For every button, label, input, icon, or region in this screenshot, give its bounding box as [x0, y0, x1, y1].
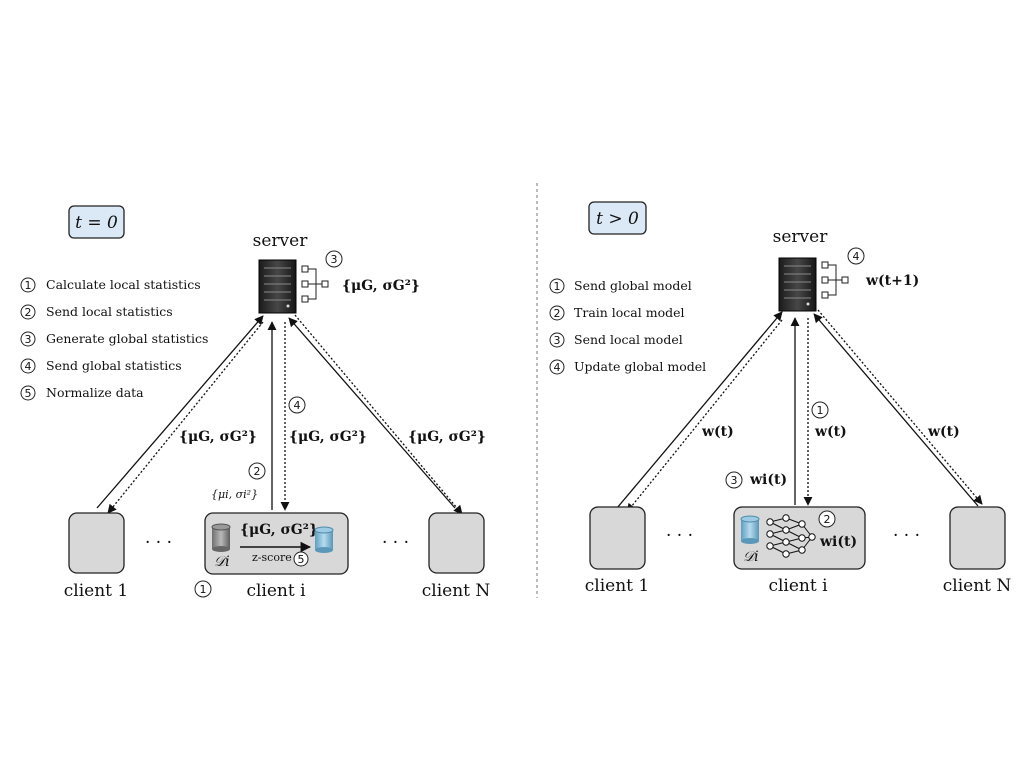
- svg-text:Send local statistics: Send local statistics: [46, 304, 173, 319]
- zscore-label: z-score: [252, 551, 292, 564]
- ellipsis: · · ·: [666, 526, 693, 546]
- svg-text:3: 3: [25, 333, 32, 346]
- client-n-box: [428, 512, 485, 574]
- server-icon: [258, 259, 297, 314]
- global-stats-label: {μG, σG²}: [342, 278, 420, 294]
- center-down-label: w(t): [814, 424, 847, 440]
- local-model-label: wi(t): [819, 534, 857, 550]
- edge-label-client-1: {μG, σG²}: [179, 429, 257, 445]
- server-step-marker: 3: [331, 253, 338, 266]
- aggregation-icon: [301, 265, 329, 303]
- step-2-marker: 2: [824, 513, 831, 526]
- client-n-label: client N: [422, 581, 491, 601]
- server-icon: [778, 257, 817, 312]
- server-label: server: [773, 227, 829, 247]
- aggregation-icon: [821, 261, 849, 299]
- svg-text:Calculate local statistics: Calculate local statistics: [46, 277, 201, 292]
- step-list: 1 Calculate local statistics 2 Send loca…: [20, 277, 208, 401]
- step-item: 1 Send global model: [549, 278, 692, 294]
- step-1-marker: 1: [817, 404, 824, 417]
- client-i-box: 𝒟i 2 wi(t): [733, 506, 866, 570]
- svg-text:3: 3: [554, 334, 561, 347]
- edge-label-client-n: w(t): [927, 424, 960, 440]
- right-panel: t > 0 1 Send global model 2 Train local …: [549, 201, 1012, 596]
- svg-text:5: 5: [25, 387, 32, 400]
- step-2-marker: 2: [254, 465, 261, 478]
- step-item: 2 Send local statistics: [20, 304, 173, 320]
- ellipsis: · · ·: [893, 526, 920, 546]
- client-1-box: [589, 506, 646, 570]
- step-item: 4 Update global model: [549, 359, 706, 375]
- edge-label-client-1: w(t): [701, 424, 734, 440]
- local-model-up-label: wi(t): [749, 472, 787, 488]
- client-n-label: client N: [943, 576, 1012, 596]
- svg-text:Normalize data: Normalize data: [46, 385, 144, 400]
- svg-text:Send global statistics: Send global statistics: [46, 358, 182, 373]
- svg-text:1: 1: [25, 279, 32, 292]
- svg-text:Send local model: Send local model: [574, 332, 683, 347]
- svg-text:2: 2: [554, 307, 561, 320]
- client-n-box: [949, 506, 1006, 570]
- client-1-box: [68, 512, 125, 574]
- neural-network-icon: [766, 514, 816, 558]
- svg-text:Update global model: Update global model: [574, 359, 706, 374]
- left-panel: t = 0 1 Calculate local statistics 2 Sen…: [20, 205, 491, 601]
- step-item: 3 Generate global statistics: [20, 331, 208, 347]
- client-1-label: client 1: [585, 576, 649, 596]
- time-badge: t = 0: [68, 205, 125, 239]
- svg-text:t > 0: t > 0: [596, 209, 639, 229]
- step-item: 1 Calculate local statistics: [20, 277, 201, 293]
- client-1-label: client 1: [64, 581, 128, 601]
- svg-text:Generate global statistics: Generate global statistics: [46, 331, 208, 346]
- step-list: 1 Send global model 2 Train local model …: [549, 278, 706, 375]
- client-i-box: 𝒟i {μG, σG²} z-score 5: [204, 512, 349, 575]
- local-data-label: 𝒟i: [214, 554, 230, 570]
- local-data-cylinder-icon: [740, 515, 760, 544]
- local-data-label: 𝒟i: [743, 549, 759, 565]
- step-item: 5 Normalize data: [20, 385, 144, 401]
- client-i-global-stats: {μG, σG²}: [240, 522, 318, 538]
- ellipsis: · · ·: [382, 533, 409, 553]
- center-down-label: {μG, σG²}: [289, 429, 367, 445]
- server-label: server: [253, 231, 309, 251]
- svg-text:1: 1: [554, 280, 561, 293]
- svg-text:4: 4: [554, 361, 561, 374]
- normalized-data-cylinder-icon: [314, 526, 334, 553]
- svg-text:4: 4: [25, 360, 32, 373]
- step-5-marker: 5: [298, 553, 305, 566]
- step-3-marker: 3: [731, 474, 738, 487]
- step-item: 2 Train local model: [549, 305, 685, 321]
- client-i-label: client i: [768, 576, 828, 596]
- global-model-next-label: w(t+1): [865, 273, 919, 289]
- time-badge: t > 0: [588, 201, 647, 235]
- ellipsis: · · ·: [145, 533, 172, 553]
- local-data-cylinder-icon: [211, 523, 231, 552]
- local-stats-label: {μi, σi²}: [211, 488, 258, 501]
- client-i-label: client i: [246, 581, 306, 601]
- svg-text:Train local model: Train local model: [574, 305, 685, 320]
- svg-text:Send global model: Send global model: [574, 278, 692, 293]
- svg-text:2: 2: [25, 306, 32, 319]
- step-1-marker: 1: [200, 583, 207, 596]
- server-step-marker: 4: [853, 250, 860, 263]
- step-item: 3 Send local model: [549, 332, 683, 348]
- edge-label-client-n: {μG, σG²}: [408, 429, 486, 445]
- step-item: 4 Send global statistics: [20, 358, 182, 374]
- svg-text:t = 0: t = 0: [75, 213, 118, 233]
- step-4-marker: 4: [294, 399, 301, 412]
